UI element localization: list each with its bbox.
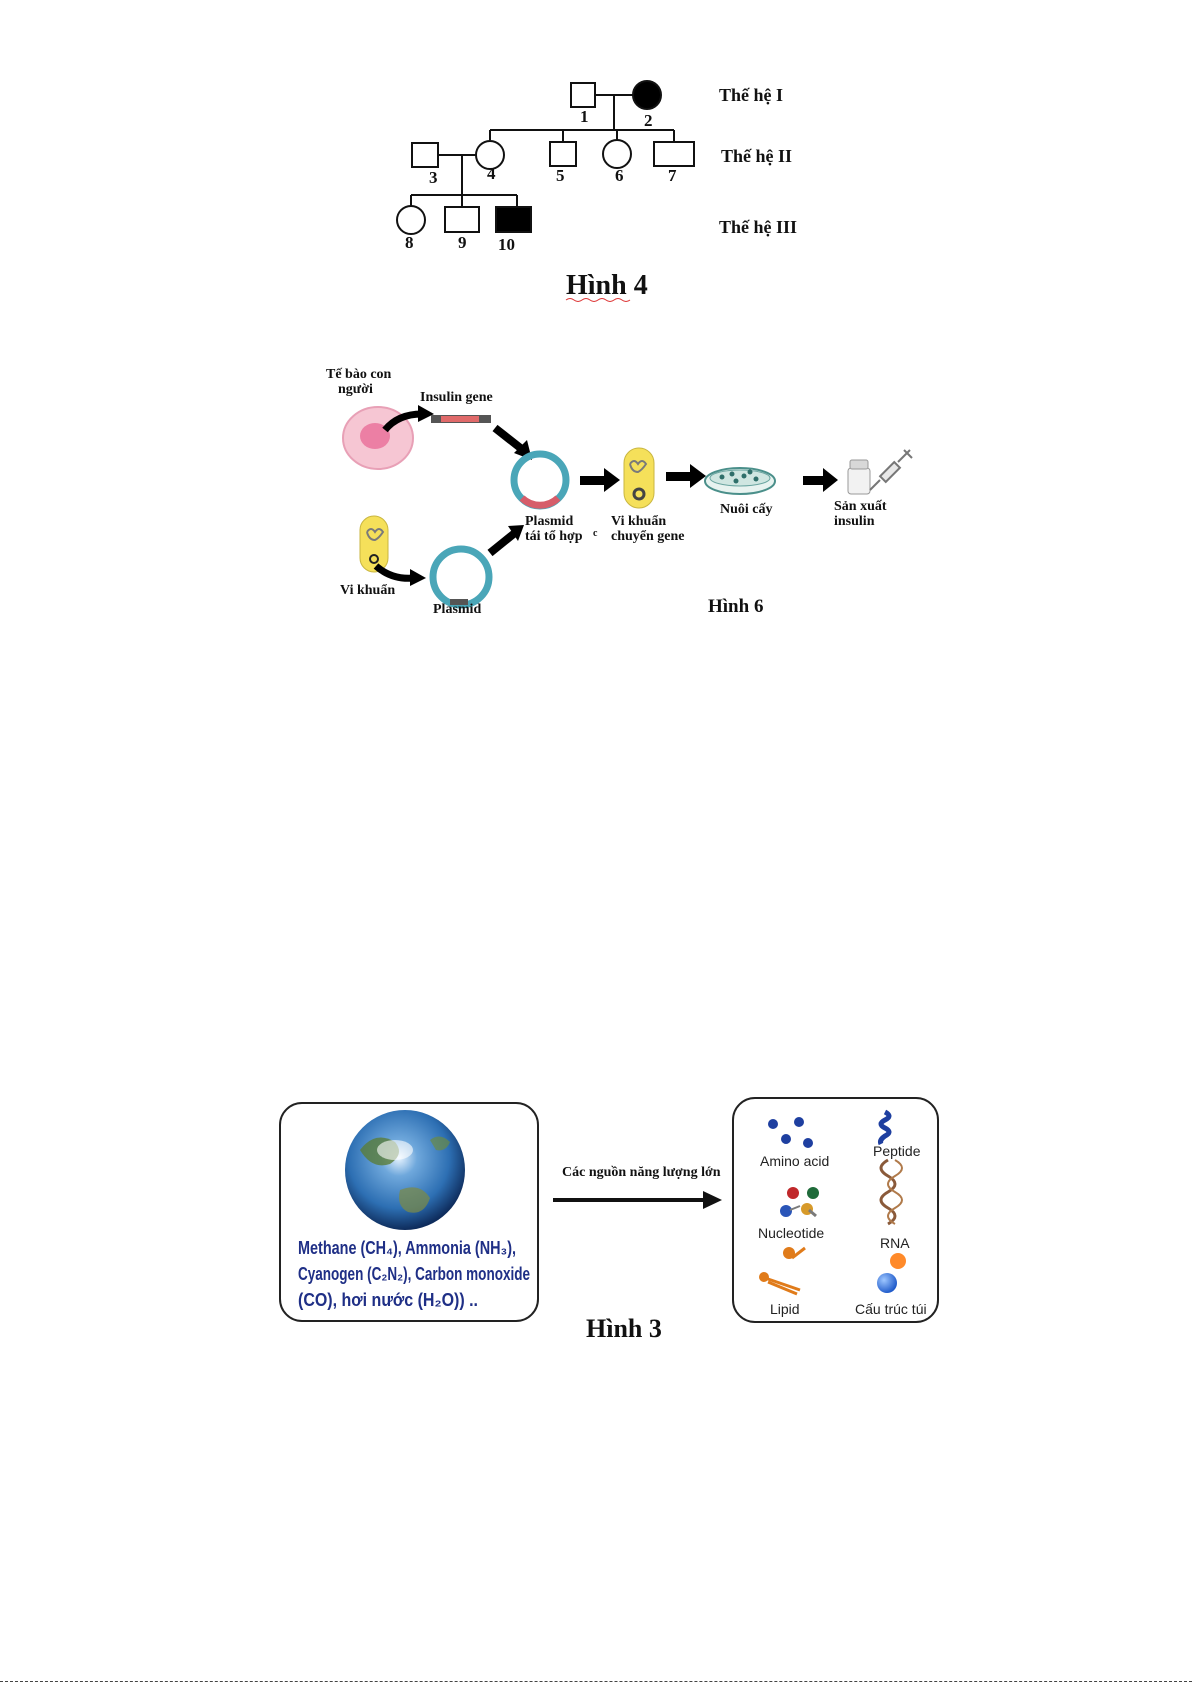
generation-label-III: Thế hệ III [719,217,797,237]
generation-label-II: Thế hệ II [721,146,792,166]
energy-arrow-label: Các nguồn năng lượng lớn [562,1165,721,1180]
individual-label: 7 [668,166,677,185]
individual-3-male [411,142,439,168]
pedigree-figure [396,80,695,235]
individual-9-male [444,206,480,233]
individual-5-male [549,141,577,167]
figure-6-caption: Hình 6 [708,596,763,617]
rna-icon [879,1158,897,1226]
peptide-icon [878,1109,892,1146]
reactants-line-3: (CO), hơi nước (H₂O)) .. [298,1290,478,1310]
individual-label: 8 [405,233,414,252]
individual-label: 4 [487,164,496,183]
insulin-figure [342,405,913,609]
bacterium-label: Vi khuẩn [340,583,395,598]
production-label-1: Sản xuất [834,499,887,514]
production-label-2: insulin [834,514,875,529]
product-label: Nucleotide [758,1225,824,1241]
individual-label: 2 [644,111,653,130]
figure-4-caption: Hình 4 [566,270,648,301]
individual-1-male [570,82,596,108]
individual-2-female-affected [632,80,662,110]
individual-8-female [396,205,426,235]
recombinant-label-1: Plasmid [525,514,573,529]
human-cell-label-1: Tế bào con [326,367,392,382]
individual-label: 5 [556,166,565,185]
insulin-vial [847,467,871,495]
earth-image [345,1110,465,1230]
plasmid-ring [429,545,493,609]
individual-label: 9 [458,233,467,252]
product-label: RNA [880,1235,910,1251]
recombinant-plasmid-ring [510,450,570,510]
transgenic-label-1: Vi khuẩn [611,514,666,529]
plasmid-label: Plasmid [433,602,481,617]
individual-7-male [653,141,695,167]
product-label: Lipid [770,1301,800,1317]
figure-3-caption: Hình 3 [586,1314,662,1343]
insulin-gene-label: Insulin gene [420,390,493,405]
syringe-icon [869,449,913,491]
individual-10-male-affected [495,206,532,233]
pedigree-numbers: 1 2 3 4 5 6 7 8 9 10 [405,107,677,254]
generation-label-I: Thế hệ I [719,85,783,105]
individual-label: 3 [429,168,438,187]
recombinant-label-2: tái tổ hợp [525,529,583,544]
culture-label: Nuôi cấy [720,502,773,517]
reactants-line-1: Methane (CH₄), Ammonia (NH₃), [298,1238,516,1258]
products-box [732,1097,939,1323]
human-cell-label-2: người [338,382,373,397]
individual-label: 6 [615,166,624,185]
page-bottom-rule [0,1681,1192,1682]
reactants-line-2: Cyanogen (C₂N₂), Carbon monoxide [298,1264,530,1284]
product-label: Amino acid [760,1153,829,1169]
stray-mark: c [593,528,598,539]
individual-6-female [602,139,632,169]
origin-of-life-figure: Methane (CH₄), Ammonia (NH₃), Cyanogen (… [279,1097,939,1323]
product-label: Cấu trúc túi [855,1301,927,1317]
cell-nucleus [360,423,390,449]
individual-label: 10 [498,235,515,254]
individual-label: 1 [580,107,589,126]
product-label: Peptide [873,1143,921,1159]
transgenic-label-2: chuyển gene [611,529,685,544]
